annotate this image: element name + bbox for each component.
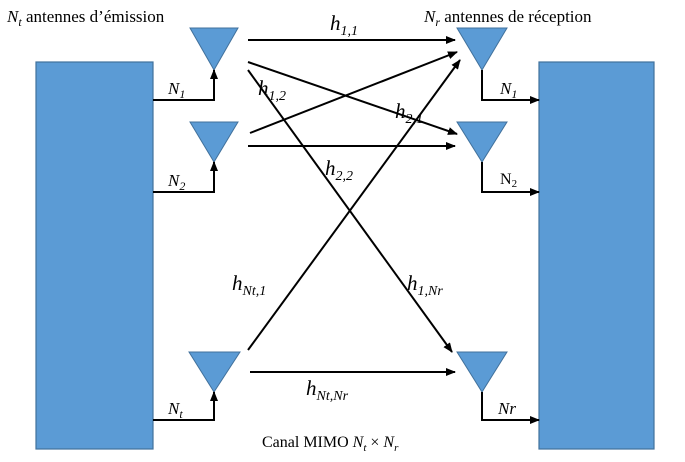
tx-antenna-t-icon — [188, 351, 241, 393]
tx-port-label-2: N2 — [167, 171, 185, 193]
tx-antennas-title: Nt antennes d’émission — [6, 7, 165, 29]
rx-antenna-1-icon — [456, 27, 508, 71]
channel-label-1-1: h1,1 — [330, 11, 358, 39]
diagram-caption: Canal MIMO Nt × Nr — [262, 434, 399, 454]
tx-feed-2 — [153, 161, 218, 193]
tx-port-label-1: N1 — [167, 79, 185, 101]
channel-label-t-1: hNt,1 — [232, 271, 266, 299]
tx-antenna-2-icon — [189, 121, 239, 163]
rx-port-label-1: N1 — [499, 79, 517, 101]
channel-label-1-r: h1,Nr — [407, 271, 443, 299]
channel-label-2-1: h2,1 — [395, 99, 423, 127]
channel-label-2-2: h2,2 — [325, 156, 353, 184]
tx-feed-1 — [153, 69, 218, 101]
rx-antenna-2-icon — [456, 121, 508, 163]
rx-port-label-2: N2 — [500, 171, 517, 190]
channel-t-1-arrow — [247, 59, 461, 351]
rx-output-2 — [481, 162, 540, 196]
rx-antenna-r-icon — [456, 351, 508, 393]
rx-port-label-r: Nr — [497, 399, 516, 418]
channel-label-t-r: hNt,Nr — [306, 376, 349, 404]
rx-output-1 — [481, 70, 540, 104]
rx-antennas-title: Nr antennes de réception — [423, 7, 592, 29]
tx-antenna-1-icon — [189, 27, 239, 72]
receiver-block — [538, 61, 655, 450]
channel-1-2-arrow — [247, 61, 458, 135]
channel-label-1-2: h1,2 — [258, 76, 286, 104]
tx-feed-t — [153, 391, 218, 421]
channel-1-r-arrow — [247, 69, 453, 353]
rx-output-r — [481, 392, 540, 424]
transmitter-block — [35, 61, 154, 450]
tx-port-label-t: Nt — [167, 399, 183, 421]
